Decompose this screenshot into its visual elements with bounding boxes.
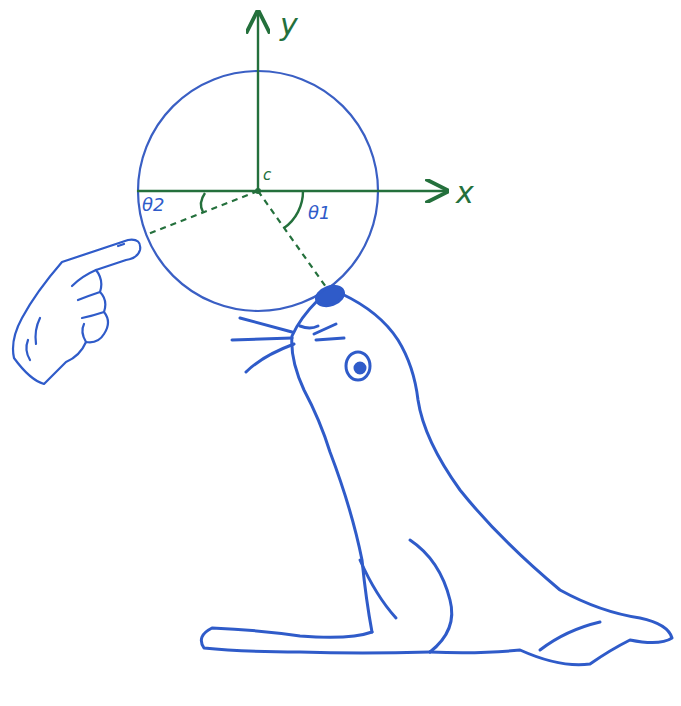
angle-arc [284, 191, 303, 228]
y-axis [257, 12, 259, 191]
radius-dashed [148, 191, 258, 234]
axis-label: x [456, 178, 474, 208]
seal [201, 283, 672, 665]
angle-arc [201, 193, 205, 212]
angle-label: θ2 [142, 196, 164, 214]
pointing-hand [13, 240, 140, 384]
axis-label: y [280, 10, 298, 40]
center-label: c [263, 168, 271, 183]
angle-label: θ1 [308, 204, 330, 222]
x-axis [137, 190, 447, 192]
